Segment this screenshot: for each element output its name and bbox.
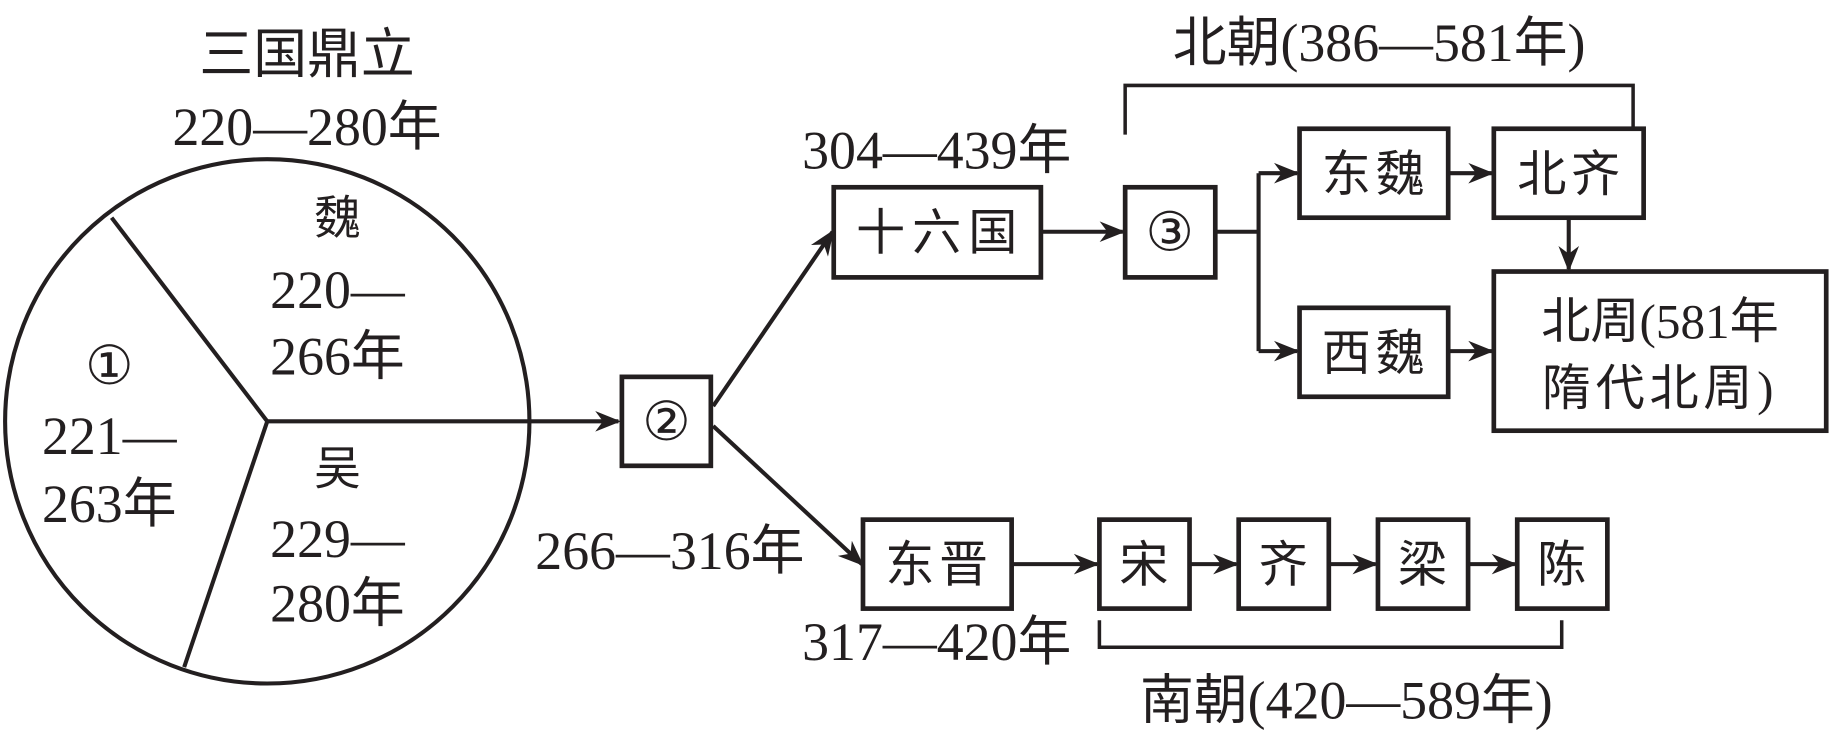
north-qi-label: 北齐 — [1517, 147, 1625, 202]
wei-years-end: 266年 — [270, 327, 405, 387]
node2-years: 266—316年 — [535, 521, 804, 581]
node3-label: ③ — [1145, 202, 1193, 262]
song-label: 宋 — [1119, 538, 1168, 593]
qi-box — [1236, 517, 1332, 611]
south-dynasties-bracket — [1097, 620, 1564, 649]
east-jin-years: 317—420年 — [802, 612, 1071, 672]
west-wei-label: 西魏 — [1322, 326, 1430, 381]
north-dynasties-bracket — [1123, 83, 1635, 135]
north-dynasties-label: 北朝(386—581年) — [1173, 13, 1586, 73]
north-zhou-box — [1491, 269, 1829, 434]
north-zhou-line2: 隋代北周) — [1542, 361, 1778, 416]
title-line1: 三国鼎立 — [199, 25, 414, 85]
north-zhou-line1: 北周(581年 — [1541, 294, 1779, 349]
sixteen-kingdoms-label: 十六国 — [856, 205, 1025, 260]
chen-label: 陈 — [1537, 538, 1586, 593]
north-qi-box — [1491, 126, 1646, 221]
west-wei-box — [1297, 305, 1451, 400]
east-jin-label: 东晋 — [885, 538, 993, 593]
node3-box — [1122, 184, 1218, 280]
node2-box — [619, 374, 714, 469]
south-dynasties-label: 南朝(420—589年) — [1140, 671, 1553, 731]
shu-label: ① — [85, 336, 133, 396]
wu-years-end: 280年 — [270, 573, 405, 633]
divider-line-top — [109, 216, 269, 423]
shu-years-start: 221— — [42, 406, 178, 466]
east-jin-box — [860, 517, 1014, 611]
chen-box — [1514, 517, 1610, 611]
east-wei-box — [1297, 126, 1451, 221]
shu-years-end: 263年 — [42, 474, 177, 534]
title-line2: 220—280年 — [172, 97, 441, 157]
divider-line-bottom — [182, 420, 270, 668]
liang-label: 梁 — [1398, 538, 1447, 593]
wu-label: 吴 — [314, 444, 361, 496]
east-wei-label: 东魏 — [1322, 147, 1430, 202]
arrow-to-sixteen-kingdoms — [711, 229, 835, 408]
wei-years-start: 220— — [270, 260, 406, 320]
sixteen-kingdoms-years: 304—439年 — [802, 121, 1071, 181]
wu-years-start: 229— — [270, 509, 406, 569]
node2-label: ② — [642, 392, 690, 452]
wei-label: 魏 — [314, 193, 361, 245]
qi-label: 齐 — [1259, 538, 1308, 593]
sixteen-kingdoms-box — [831, 184, 1044, 280]
arrow-to-east-jin — [711, 424, 864, 566]
